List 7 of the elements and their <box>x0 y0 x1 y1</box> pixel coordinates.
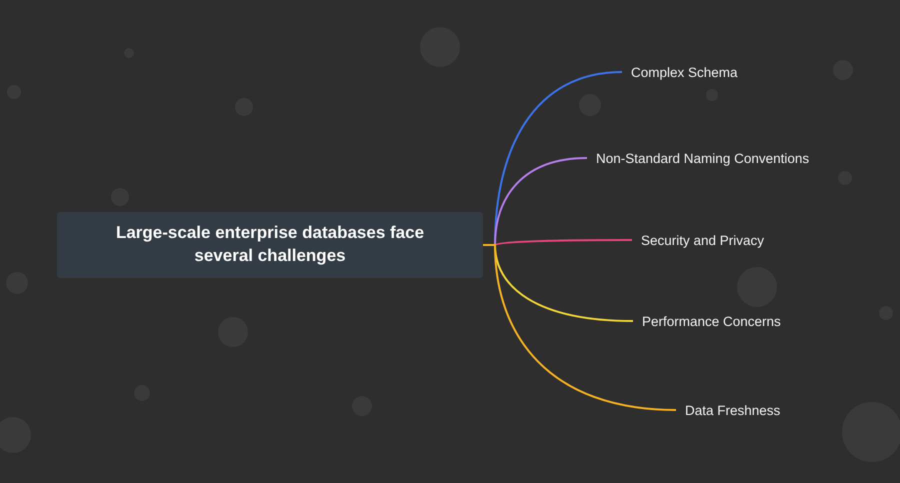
branch-connector <box>483 244 676 411</box>
branch-label: Data Freshness <box>676 400 780 420</box>
branch-label: Non-Standard Naming Conventions <box>587 148 810 168</box>
branch-label: Security and Privacy <box>632 230 764 250</box>
branch-label: Complex Schema <box>622 62 738 82</box>
branch-label: Performance Concerns <box>633 311 781 331</box>
topic-box: Large-scale enterprise databases face several challenges <box>57 212 483 278</box>
